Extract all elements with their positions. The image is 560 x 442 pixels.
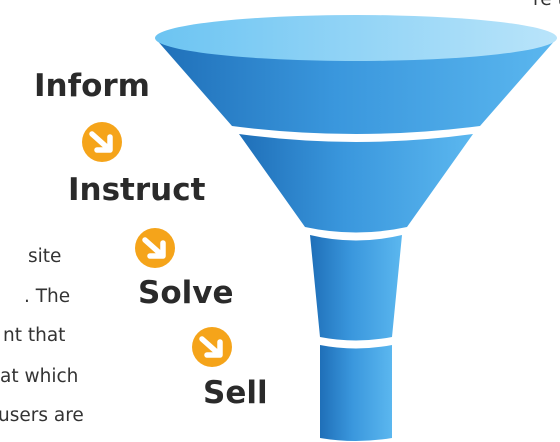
body-text-line-3: . The	[24, 286, 71, 307]
funnel-top-rim	[155, 15, 557, 61]
funnel-spout	[320, 345, 392, 441]
body-text-line-1: re to.	[533, 0, 560, 9]
stage-label-sell: Sell	[203, 375, 268, 411]
arrow-down-right-icon	[192, 327, 232, 367]
funnel-segment-3	[310, 235, 402, 341]
arrow-down-right-icon	[82, 122, 122, 162]
arrow-down-right-icon	[135, 228, 175, 268]
body-text-line-5: at which	[0, 366, 79, 387]
funnel-segment-2	[239, 134, 473, 233]
body-text-line-6: users are	[0, 405, 84, 426]
body-text-line-2: site	[28, 246, 62, 267]
stage-label-inform: Inform	[34, 68, 150, 104]
stage-label-instruct: Instruct	[68, 172, 206, 208]
stage-label-solve: Solve	[138, 275, 234, 311]
body-text-line-4: nt that	[3, 325, 66, 346]
funnel-segment-1	[155, 38, 557, 134]
